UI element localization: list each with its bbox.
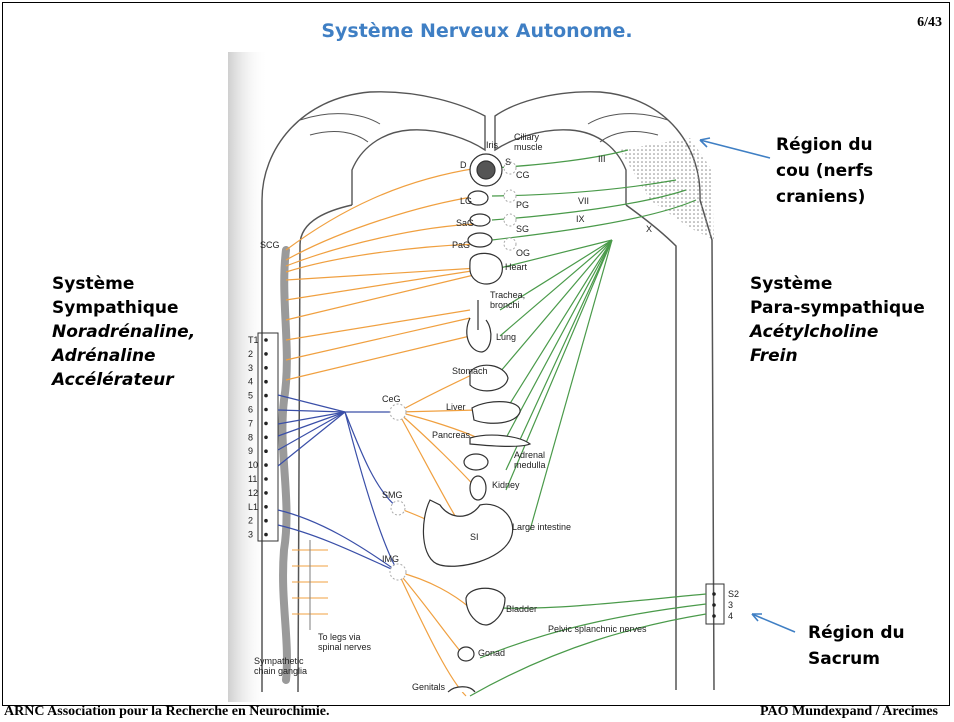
sacral-level-2: 3 <box>728 600 733 610</box>
spinal-level-dot <box>264 463 268 467</box>
callout-arrows <box>700 138 795 632</box>
spinal-level-6: 6 <box>248 405 253 415</box>
spinal-level-15: 3 <box>248 530 253 540</box>
spinal-level-dot <box>264 338 268 342</box>
bladder-shape <box>466 588 505 625</box>
spinal-level-dot <box>264 394 268 398</box>
spinal-level-dot <box>264 422 268 426</box>
ganglion-og-label: OG <box>516 248 530 258</box>
lung-label: Lung <box>496 332 516 342</box>
adrenal-shape <box>464 454 488 470</box>
lung-shape <box>467 300 491 352</box>
trachea-label: Trachea,bronchi <box>490 290 525 310</box>
spinal-level-dot <box>264 352 268 356</box>
spinal-level-1: T1 <box>248 335 259 345</box>
ganglion-pag-label: PaG <box>452 240 470 250</box>
cranial-nerve-x-label: X <box>646 224 652 234</box>
spinal-level-14: 2 <box>248 516 253 526</box>
small-intestine-label: SI <box>470 532 479 542</box>
spinal-level-dot <box>264 491 268 495</box>
iris-label: Iris <box>486 140 498 150</box>
sacral-level-dot <box>712 614 716 618</box>
spinal-level-8: 8 <box>248 432 253 442</box>
ganglion-sg-label: SG <box>516 224 529 234</box>
cranial-region-shading <box>620 138 714 240</box>
spinal-level-5: 5 <box>248 391 253 401</box>
heart-label: Heart <box>505 262 528 272</box>
cranial-nerve-iii-label: III <box>598 154 606 164</box>
right-spinal-cord <box>626 200 714 690</box>
ganglion-cg-label: CG <box>516 170 530 180</box>
genitals-label: Genitals <box>412 682 446 692</box>
sacral-level-labels: S234 <box>712 589 739 621</box>
kidney-label: Kidney <box>492 480 520 490</box>
spinal-level-dot <box>264 533 268 537</box>
spinal-level-dot <box>264 366 268 370</box>
sympathetic-preganglionic-fibers <box>278 395 398 572</box>
ganglion-scg-label: SCG <box>260 240 280 250</box>
spinal-level-dot <box>264 408 268 412</box>
spinal-level-2: 2 <box>248 349 253 359</box>
ganglion-img-label: IMG <box>382 554 399 564</box>
ganglion-sag-label: SaG <box>456 218 474 228</box>
ganglion-d-label: D <box>460 160 467 170</box>
spinal-level-dot <box>264 436 268 440</box>
bladder-label: Bladder <box>506 604 537 614</box>
left-spinal-cord <box>262 200 352 692</box>
neck-arrow <box>700 140 770 158</box>
spinal-level-7: 7 <box>248 418 253 428</box>
gonad-shape <box>458 647 474 661</box>
sacrum-arrow <box>752 614 795 632</box>
spinal-level-12: 12 <box>248 488 258 498</box>
spinal-level-dot <box>264 380 268 384</box>
spinal-level-11: 11 <box>248 474 257 484</box>
liver-shape <box>472 402 520 424</box>
sacral-level-dot <box>712 603 716 607</box>
spinal-level-4: 4 <box>248 377 253 387</box>
sacral-level-3: 4 <box>728 611 733 621</box>
cranial-nerve-ix-label: IX <box>576 214 585 224</box>
ganglion-smg-label: SMG <box>382 490 403 500</box>
genitals-shape <box>448 687 475 692</box>
spinal-level-dot <box>264 449 268 453</box>
gonad-label: Gonad <box>478 648 505 658</box>
sympathetic-chain <box>282 250 287 680</box>
liver-label: Liver <box>446 402 466 412</box>
ganglion-pg-label: PG <box>516 200 529 210</box>
large-intestine-label: Large intestine <box>512 522 571 532</box>
sacral-level-1: S2 <box>728 589 739 599</box>
stomach-label: Stomach <box>452 366 488 376</box>
ganglion-lg-label: LG <box>460 196 472 206</box>
kidney-shape <box>470 476 486 500</box>
parasympathetic-fibers <box>470 150 706 696</box>
pelvic-nerves-annotation: Pelvic splanchnic nerves <box>548 624 647 634</box>
spinal-level-dot <box>264 519 268 523</box>
heart-shape <box>470 253 503 284</box>
spinal-level-10: 10 <box>248 460 258 470</box>
ganglion-ceg-label: CeG <box>382 394 401 404</box>
cranial-nerve-vii-label: VII <box>578 196 589 206</box>
ganglion-s-label: S <box>505 157 511 167</box>
spinal-level-13: L1 <box>248 502 258 512</box>
sacral-level-dot <box>712 592 716 596</box>
pancreas-label: Pancreas <box>432 430 471 440</box>
spinal-level-9: 9 <box>248 446 253 456</box>
spinal-level-dot <box>264 477 268 481</box>
spinal-level-dot <box>264 505 268 509</box>
leg-nerve-lines <box>292 540 328 630</box>
spinal-level-3: 3 <box>248 363 253 373</box>
intestine-shape <box>423 500 512 566</box>
